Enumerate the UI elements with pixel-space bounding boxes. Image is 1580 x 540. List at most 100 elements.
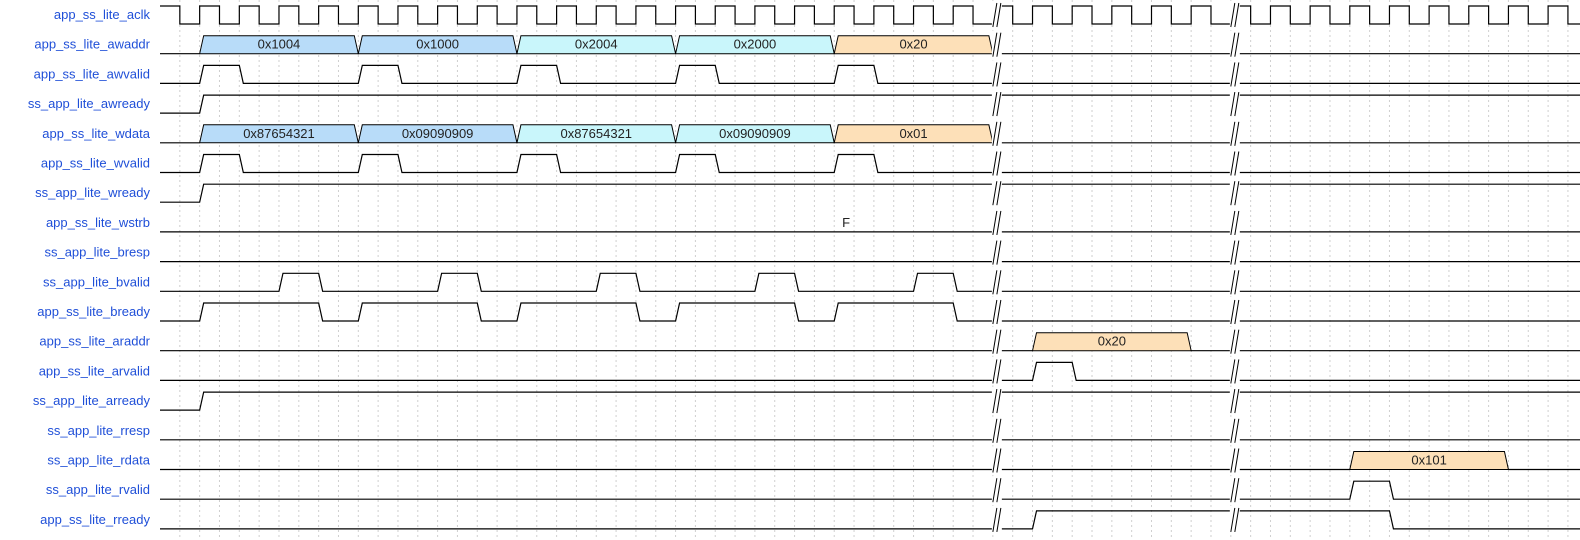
gap-break-line (992, 210, 998, 235)
gap-break-line (992, 270, 998, 295)
gap-break-line (992, 240, 998, 265)
signal-label: app_ss_lite_araddr (39, 334, 150, 349)
signal-waveform (160, 64, 1580, 84)
gap-mask (991, 416, 1002, 445)
gap-break-line (1230, 32, 1236, 57)
bus-value-label: 0x09090909 (402, 126, 474, 141)
gap-break-line (992, 448, 998, 473)
signal-label: app_ss_lite_rready (40, 512, 150, 527)
gap-mask (991, 327, 1002, 356)
gap-break-line (992, 181, 998, 206)
gap-break-line (1234, 32, 1240, 57)
gap-break-line (992, 121, 998, 146)
signal-label: app_ss_lite_wstrb (46, 215, 150, 230)
gap-mask (991, 298, 1002, 326)
signal-label: app_ss_lite_awvalid (34, 66, 150, 81)
gap-break-line (992, 32, 998, 57)
signal-label: ss_app_lite_rvalid (46, 482, 150, 497)
gap-break-line (996, 62, 1002, 87)
gap-break-line (1230, 507, 1236, 532)
bus-value-label: 0x20 (1098, 334, 1126, 349)
gap-mask (991, 60, 1002, 89)
gap-mask (991, 149, 1002, 178)
bus-segment (1349, 451, 1510, 470)
signal-label: ss_app_lite_bvalid (43, 274, 150, 289)
bus-value-label: 0x101 (1411, 453, 1446, 468)
signal-label: ss_app_lite_bresp (44, 245, 150, 260)
gap-break-line (1230, 270, 1236, 295)
gap-mask (1229, 476, 1240, 505)
signal-label: ss_app_lite_rresp (47, 423, 150, 438)
gap-mask (991, 208, 1002, 237)
bus-segment (833, 124, 994, 144)
gap-break-line (996, 2, 1002, 28)
gap-mask (991, 357, 1002, 386)
bus-value-label: 0x87654321 (560, 126, 632, 141)
gap-break-line (1230, 478, 1236, 503)
gap-break-line (992, 299, 998, 325)
bus-value-label: 0x87654321 (243, 126, 315, 141)
gap-mask (1229, 149, 1240, 178)
time-gap-markers (991, 1, 1240, 534)
gap-break-line (996, 92, 1002, 117)
gap-break-line (996, 329, 1002, 354)
gap-mask (1229, 90, 1240, 119)
gap-break-line (1230, 2, 1236, 28)
bus-segment (833, 35, 994, 55)
gap-break-line (1234, 359, 1240, 384)
signal-value: F (842, 215, 850, 230)
signal-labels: app_ss_lite_aclkapp_ss_lite_awaddrapp_ss… (28, 7, 151, 527)
bus-segment (674, 35, 835, 55)
gap-mask (991, 505, 1002, 534)
gap-break-line (992, 507, 998, 532)
gap-mask (991, 238, 1002, 267)
gap-mask (991, 30, 1002, 59)
bus-segment (199, 124, 359, 144)
gap-break-line (992, 151, 998, 176)
gap-break-line (1234, 329, 1240, 354)
signal-label: app_ss_lite_arvalid (39, 363, 150, 378)
gap-break-line (992, 62, 998, 87)
bus-value-label: 0x2004 (575, 37, 618, 52)
gap-break-line (1230, 389, 1236, 414)
gap-break-line (1230, 329, 1236, 354)
gap-break-line (1230, 418, 1236, 443)
gap-break-line (996, 32, 1002, 57)
bus-value-label: 0x2000 (734, 37, 777, 52)
gap-mask (1229, 60, 1240, 89)
bus-segment (674, 124, 835, 144)
gap-break-line (1234, 181, 1240, 206)
gap-mask (991, 387, 1002, 416)
gap-mask (991, 476, 1002, 505)
signal-label: app_ss_lite_wdata (42, 126, 150, 141)
signal-waveform (160, 510, 1580, 530)
gap-mask (1229, 119, 1240, 148)
signal-label: ss_app_lite_wready (35, 185, 150, 200)
gap-mask (991, 90, 1002, 119)
gap-break-line (1234, 418, 1240, 443)
signal-label: ss_app_lite_rdata (47, 453, 150, 468)
gap-mask (1229, 238, 1240, 267)
signal-label: app_ss_lite_bready (37, 304, 150, 319)
signal-waveform (160, 361, 1580, 381)
gap-mask (1229, 268, 1240, 297)
gap-break-line (1230, 299, 1236, 325)
bus-value-label: 0x1004 (258, 37, 301, 52)
gap-break-line (1234, 151, 1240, 176)
gap-break-line (992, 389, 998, 414)
gap-break-line (1230, 121, 1236, 146)
gap-break-line (1230, 359, 1236, 384)
gap-break-line (1230, 62, 1236, 87)
signal-waveform (160, 272, 1580, 292)
gap-mask (991, 179, 1002, 208)
signal-label: app_ss_lite_wvalid (41, 156, 150, 171)
gap-break-line (996, 299, 1002, 325)
gap-mask (1229, 179, 1240, 208)
signal-waveform (160, 153, 1580, 174)
signal-label: app_ss_lite_aclk (54, 7, 151, 22)
gap-break-line (1234, 448, 1240, 473)
gap-break-line (992, 418, 998, 443)
gap-break-line (996, 210, 1002, 235)
gap-break-line (1230, 181, 1236, 206)
